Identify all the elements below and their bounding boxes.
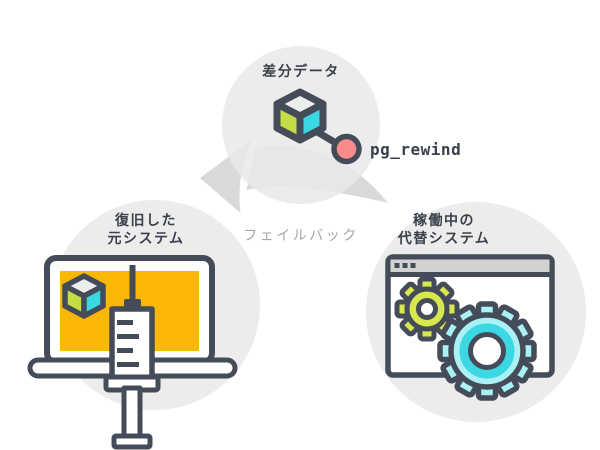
cube-icon-small <box>62 273 106 319</box>
top-node-title: 差分データ <box>262 64 340 80</box>
failback-label: フェイルバック <box>243 228 359 244</box>
gear-large-ring <box>459 323 515 379</box>
left-node-title: 復旧した 元システム <box>76 212 216 248</box>
syringe-barrel <box>109 306 155 382</box>
pg-rewind-label: pg_rewind <box>370 140 462 159</box>
right-node-title: 稼働中の 代替システム <box>374 212 514 248</box>
syringe-graduation-marks <box>117 320 139 367</box>
browser-window-dots <box>394 263 416 268</box>
syringe-needle <box>129 265 136 303</box>
syringe-icon <box>103 265 161 450</box>
syringe-plunger-rod <box>121 385 143 441</box>
left-node-title-line1: 復旧した <box>115 213 177 229</box>
left-node-title-line2: 元システム <box>107 231 185 247</box>
cube-icon-large <box>273 88 327 144</box>
gear-small-hole <box>416 298 438 320</box>
right-node-title-line1: 稼働中の <box>413 213 475 229</box>
syringe-plunger-cap <box>111 433 153 450</box>
cube-right-face <box>296 100 327 144</box>
gear-large-icon <box>437 301 537 401</box>
gear-small-icon <box>394 276 460 342</box>
gear-large-hole <box>468 332 506 370</box>
cube-right-face <box>81 283 106 319</box>
right-node-title-line2: 代替システム <box>397 231 491 247</box>
pg-rewind-dot <box>331 133 362 165</box>
browser-titlebar <box>390 259 550 273</box>
